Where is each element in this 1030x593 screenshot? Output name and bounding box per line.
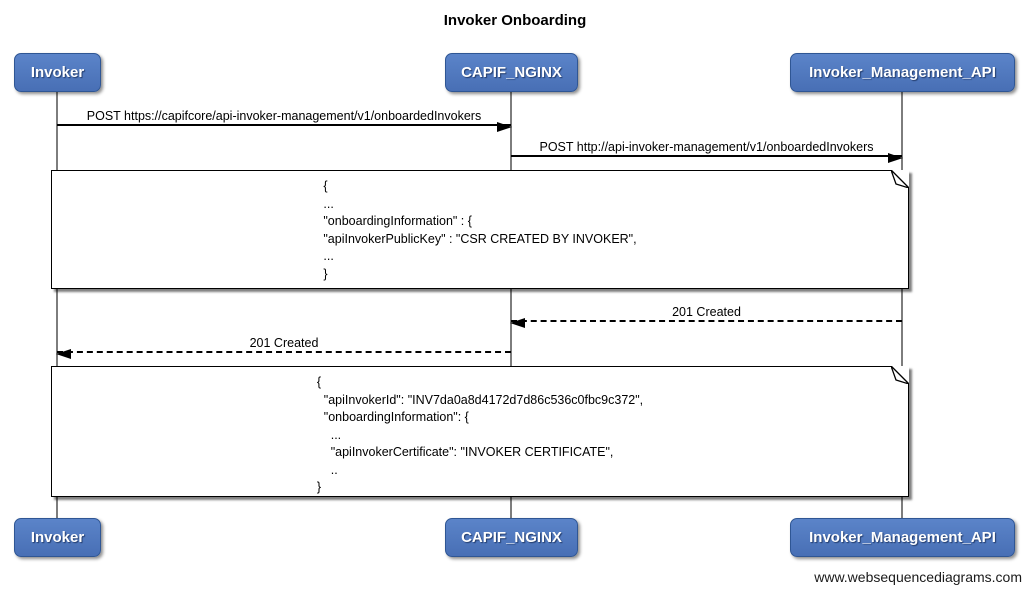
- message-line: [511, 320, 902, 322]
- actor-box-capif-nginx-top: CAPIF_NGINX: [445, 53, 578, 92]
- actor-box-invoker-top: Invoker: [14, 53, 101, 92]
- actor-box-invoker-bottom: Invoker: [14, 518, 101, 557]
- actor-box-invoker-management-api-top: Invoker_Management_API: [790, 53, 1015, 92]
- actor-label: CAPIF_NGINX: [461, 64, 562, 81]
- actor-box-capif-nginx-bottom: CAPIF_NGINX: [445, 518, 578, 557]
- note-response-body: { "apiInvokerId": "INV7da0a8d4172d7d86c5…: [51, 366, 909, 497]
- diagram-title: Invoker Onboarding: [443, 12, 587, 29]
- actor-label: CAPIF_NGINX: [461, 529, 562, 546]
- message-post-onboarded-invokers-http: POST http://api-invoker-management/v1/on…: [511, 135, 903, 163]
- message-201-created-to-invoker: 201 Created: [56, 331, 511, 359]
- lifeline-invoker-management-api: [901, 92, 903, 519]
- note-fold-icon: [891, 170, 909, 188]
- message-line: [511, 155, 902, 157]
- actor-label: Invoker: [30, 64, 85, 81]
- message-post-onboarded-invokers-https: POST https://capifcore/api-invoker-manag…: [57, 104, 512, 132]
- note-text: { "apiInvokerId": "INV7da0a8d4172d7d86c5…: [316, 375, 644, 494]
- message-label: POST http://api-invoker-management/v1/on…: [539, 140, 874, 154]
- arrowhead-left-icon: [510, 318, 525, 328]
- message-line: [57, 124, 511, 126]
- actor-box-invoker-management-api-bottom: Invoker_Management_API: [790, 518, 1015, 557]
- actor-label: Invoker_Management_API: [809, 529, 996, 546]
- note-text: { ... "onboardingInformation" : { "apiIn…: [323, 179, 637, 281]
- footer-watermark: www.websequencediagrams.com: [814, 569, 1022, 585]
- note-fold-icon: [891, 366, 909, 384]
- arrowhead-right-icon: [888, 153, 903, 163]
- actor-label: Invoker: [30, 529, 85, 546]
- message-label: 201 Created: [249, 336, 319, 350]
- actor-label: Invoker_Management_API: [809, 64, 996, 81]
- message-label: 201 Created: [672, 305, 741, 319]
- message-label: POST https://capifcore/api-invoker-manag…: [86, 109, 482, 123]
- lifeline-invoker: [56, 92, 58, 519]
- arrowhead-right-icon: [497, 122, 512, 132]
- message-201-created-to-capif: 201 Created: [510, 300, 902, 328]
- lifeline-capif-nginx: [510, 92, 512, 519]
- message-line: [57, 351, 511, 353]
- arrowhead-left-icon: [56, 349, 71, 359]
- note-request-body: { ... "onboardingInformation" : { "apiIn…: [51, 170, 909, 289]
